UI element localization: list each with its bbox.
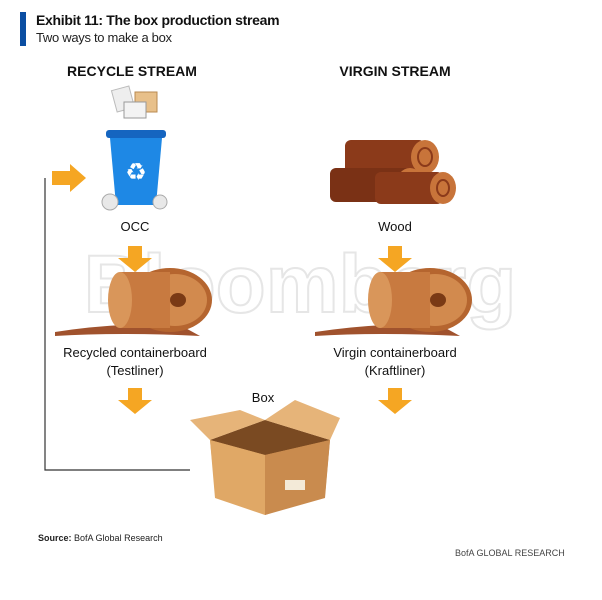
cardboard-box-icon xyxy=(190,400,340,515)
source-text: BofA Global Research xyxy=(74,533,163,543)
feedback-line xyxy=(44,178,190,471)
recycle-bin-icon: ♻ xyxy=(101,85,168,211)
arrow-down-icon xyxy=(378,246,412,272)
arrow-down-icon xyxy=(118,388,152,414)
box-label: Box xyxy=(251,390,275,405)
testliner-name: (Testliner) xyxy=(106,363,164,378)
arrow-down-icon xyxy=(378,388,412,414)
occ-label: OCC xyxy=(120,219,150,234)
virgin-stream-heading: VIRGIN STREAM xyxy=(339,63,451,79)
feedback-arrow-icon xyxy=(52,164,86,192)
svg-text:♻: ♻ xyxy=(125,159,147,186)
kraftliner-name: (Kraftliner) xyxy=(364,363,426,378)
virgin-containerboard-roll-icon xyxy=(315,268,472,336)
recycled-containerboard-label: Recycled containerboard (Testliner) xyxy=(15,344,255,380)
recycled-containerboard-name: Recycled containerboard xyxy=(63,345,207,360)
exhibit-subtitle: Two ways to make a box xyxy=(36,30,172,45)
title-accent-bar xyxy=(20,12,26,46)
virgin-containerboard-name: Virgin containerboard xyxy=(333,345,457,360)
source-note: Source: BofA Global Research xyxy=(38,533,163,543)
brand-footer: BofA GLOBAL RESEARCH xyxy=(455,548,565,558)
exhibit-title: Exhibit 11: The box production stream xyxy=(36,12,280,28)
arrow-down-icon xyxy=(118,246,152,272)
recycled-containerboard-roll-icon xyxy=(55,268,212,336)
virgin-containerboard-label: Virgin containerboard (Kraftliner) xyxy=(275,344,515,380)
wood-logs-icon xyxy=(330,140,456,204)
source-label: Source: xyxy=(38,533,72,543)
wood-label: Wood xyxy=(378,219,412,234)
recycle-stream-heading: RECYCLE STREAM xyxy=(67,63,197,79)
